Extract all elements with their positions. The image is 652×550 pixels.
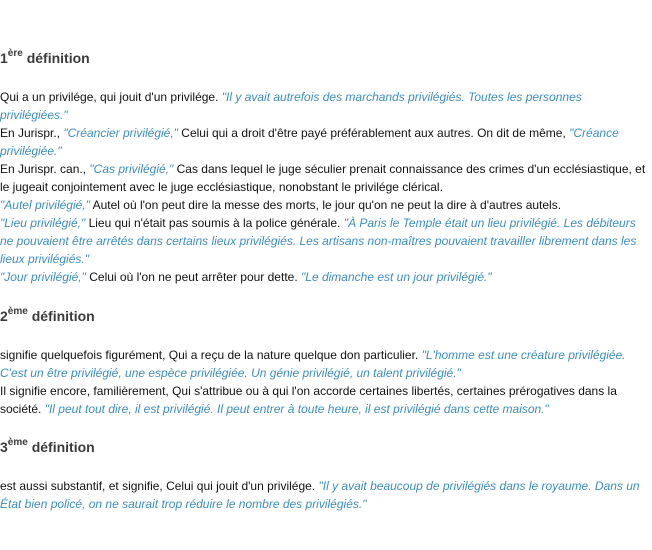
entry-text: Il signifie encore, familièrement, Qui s…	[0, 384, 617, 416]
entry-quote: "Créancier privilégié,"	[63, 126, 178, 140]
definition-heading: 1ère définition	[0, 47, 648, 69]
entry-text: Cas dans lequel le juge séculier prenait…	[0, 162, 646, 194]
definition-number: 3	[0, 439, 8, 455]
definition-heading: 3ème définition	[0, 436, 648, 458]
entry-text: Qui a un privilége, qui jouit d'un privi…	[0, 90, 219, 104]
definition-entry: En Jurispr., "Créancier privilégié," Cel…	[0, 124, 648, 160]
definition-2: 2ème définition signifie quelquefois fig…	[0, 305, 648, 418]
definition-entry: "Lieu privilégié," Lieu qui n'était pas …	[0, 214, 648, 268]
definition-entry: "Autel privilégié," Autel où l'on peut d…	[0, 196, 648, 214]
entry-quote: "Il peut tout dire, il est privilégié. I…	[44, 402, 549, 416]
definition-label: définition	[31, 439, 95, 455]
entry-quote: "Il y avait autrefois des marchands priv…	[0, 90, 582, 122]
definition-entry: "Jour privilégié," Celui où l'on ne peut…	[0, 268, 648, 286]
entry-quote: "Créance privilégiée."	[0, 126, 619, 158]
entry-quote: "À Paris le Temple était un lieu privilé…	[0, 216, 637, 266]
definition-ordinal-suffix: ème	[7, 437, 28, 449]
entry-quote: "L'homme est une créature privilégiée. C…	[0, 348, 626, 380]
definition-body: est aussi substantif, et signifie, Celui…	[0, 477, 648, 513]
definition-number: 1	[0, 50, 8, 66]
definition-entry: signifie quelquefois figurément, Qui a r…	[0, 346, 648, 382]
definition-label: définition	[31, 308, 95, 324]
definition-ordinal-suffix: ème	[7, 306, 28, 318]
entry-text: signifie quelquefois figurément, Qui a r…	[0, 348, 419, 362]
entry-text: est aussi substantif, et signifie, Celui…	[0, 479, 316, 493]
definition-body: signifie quelquefois figurément, Qui a r…	[0, 346, 648, 418]
definition-entry: est aussi substantif, et signifie, Celui…	[0, 477, 648, 513]
definition-number: 2	[0, 308, 8, 324]
definition-3: 3ème définition est aussi substantif, et…	[0, 436, 648, 513]
entry-text: En Jurispr. can.,	[0, 162, 87, 176]
entry-text: Celui qui a droit d'être payé préférable…	[181, 126, 566, 140]
definition-heading: 2ème définition	[0, 305, 648, 327]
definition-entry: Qui a un privilége, qui jouit d'un privi…	[0, 88, 648, 124]
entry-text: Autel où l'on peut dire la messe des mor…	[92, 198, 562, 212]
definition-1: 1ère définition Qui a un privilége, qui …	[0, 47, 648, 286]
entry-quote: "Le dimanche est un jour privilégié."	[301, 270, 492, 284]
entry-quote: "Jour privilégié,"	[0, 270, 86, 284]
definition-entry: Il signifie encore, familièrement, Qui s…	[0, 382, 648, 418]
entry-quote: "Il y avait beaucoup de privilégiés dans…	[0, 479, 640, 511]
entry-quote: "Autel privilégié,"	[0, 198, 90, 212]
entry-text: Lieu qui n'était pas soumis à la police …	[88, 216, 341, 230]
definition-label: définition	[26, 50, 90, 66]
definition-ordinal-suffix: ère	[7, 48, 23, 60]
entry-text: Celui où l'on ne peut arrêter pour dette…	[89, 270, 298, 284]
entry-quote: "Lieu privilégié,"	[0, 216, 86, 230]
entry-quote: "Cas privilégié,"	[89, 162, 174, 176]
definition-entry: En Jurispr. can., "Cas privilégié," Cas …	[0, 160, 648, 196]
definition-body: Qui a un privilége, qui jouit d'un privi…	[0, 88, 648, 286]
entry-text: En Jurispr.,	[0, 126, 61, 140]
